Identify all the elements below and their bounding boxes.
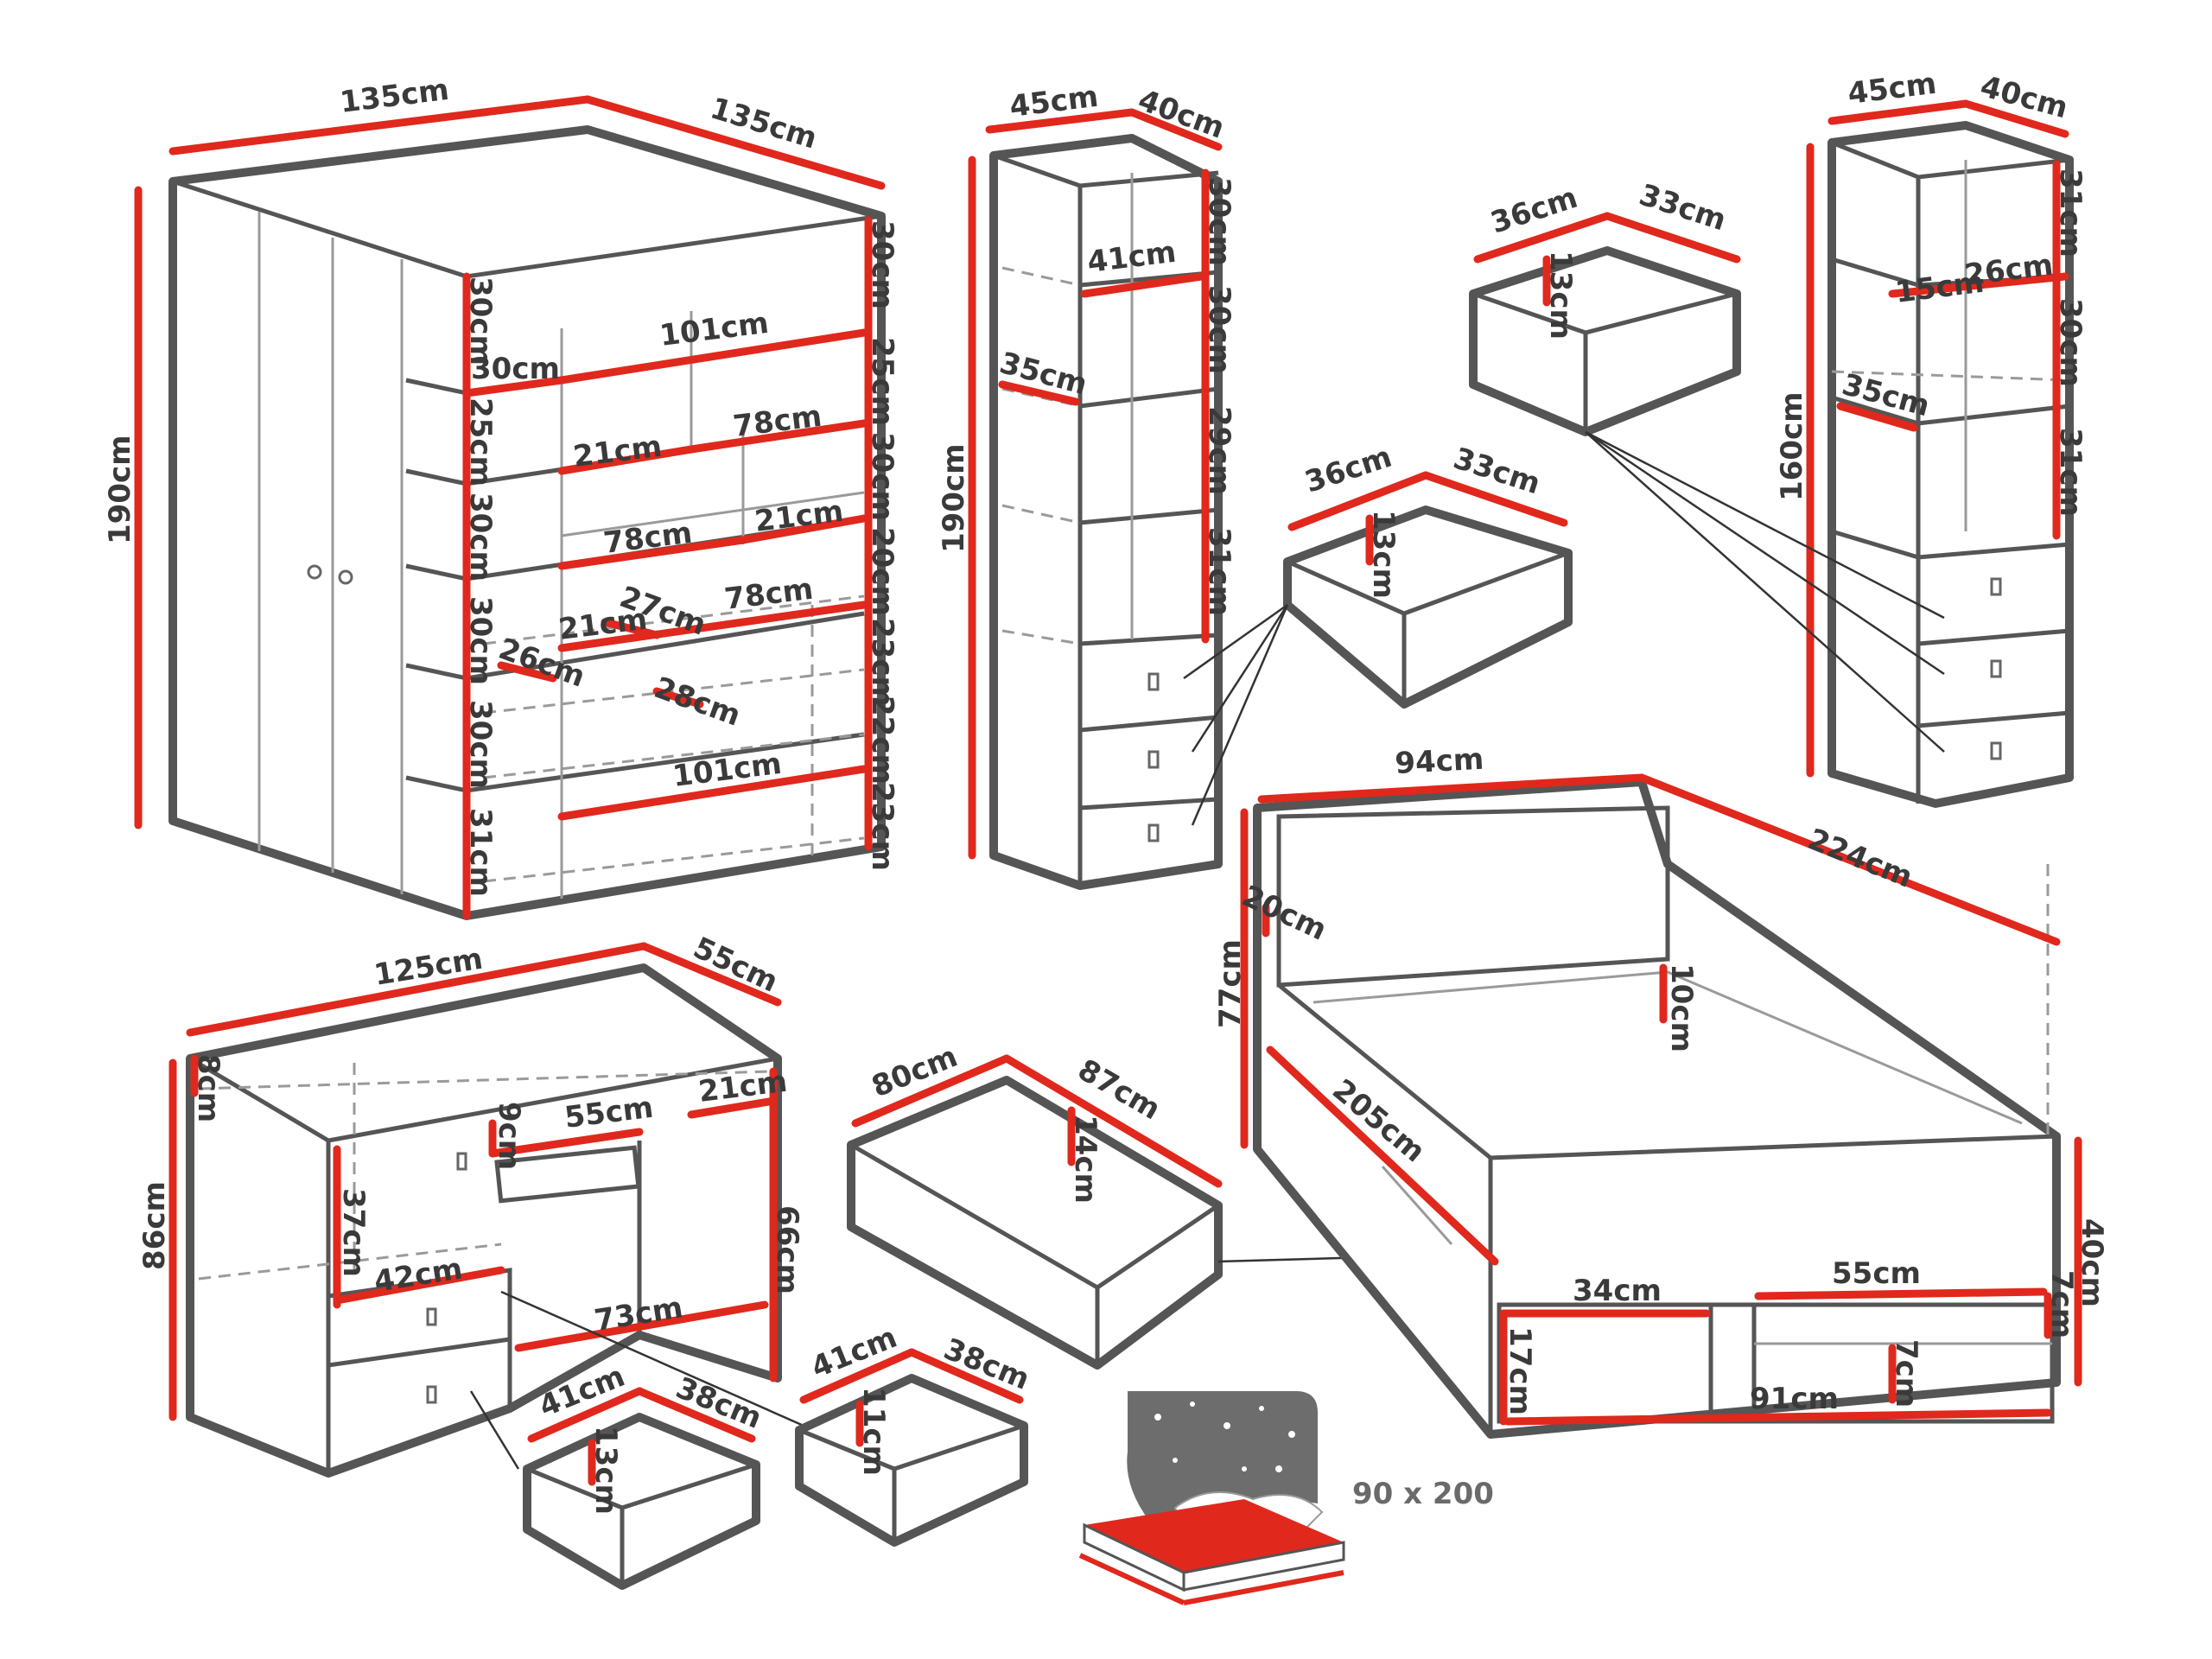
tall-shelf: 45cm 40cm 190cm 41cm 35cm 30cm 30cm 29cm… <box>937 79 1236 890</box>
drawer-body <box>1469 246 1741 436</box>
mattress-size-label: 90 x 200 <box>1352 1477 1494 1511</box>
wardrobe-width-side-label: 135cm <box>706 91 821 156</box>
desk-height-label: 86cm <box>137 1181 172 1270</box>
short-shelf: 45cm 40cm 160cm 26cm 15cm 35cm 31cm 30cm… <box>1585 67 2088 808</box>
drawer-handle-icon <box>1990 659 2002 678</box>
drawer-body <box>847 1076 1223 1370</box>
short-shelf-compartment-1: 30cm <box>2053 298 2088 387</box>
wardrobe-width-front-label: 135cm <box>338 73 450 120</box>
mattress-icon: 90 x 200 <box>1078 1391 1494 1605</box>
desk-top-rail-label: 8cm <box>191 1054 226 1122</box>
wardrobe-shelf-right-0: 30cm <box>865 220 899 309</box>
tall-shelf-compartment-2: 29cm <box>1202 406 1236 495</box>
drawer-bed-height: 14cm <box>1068 1115 1103 1204</box>
bed: 94cm 224cm 77cm 20cm 205cm 10cm 40cm 34c… <box>1213 742 2109 1439</box>
bed-shelf-a-label: 7cm <box>2044 1270 2079 1338</box>
drawer-desk-a-height: 13cm <box>588 1426 623 1515</box>
drawer-handle-icon <box>456 1152 467 1171</box>
tall-shelf-dimension-lines <box>968 108 1223 860</box>
wardrobe-shelf-left-0: 30cm <box>463 276 498 365</box>
bed-headboard-height-label: 77cm <box>1213 939 1248 1028</box>
drawer-small-mid-depth: 33cm <box>1449 442 1544 502</box>
wardrobe-dimension-lines <box>134 95 886 920</box>
leader-line <box>1183 603 1288 680</box>
bed-rail-label: 10cm <box>1664 963 1699 1052</box>
short-shelf-compartment-2: 31cm <box>2053 428 2088 517</box>
leader-line <box>1585 431 1945 753</box>
wardrobe-shelf-left-4: 30cm <box>463 596 498 685</box>
knob-icon <box>307 564 322 580</box>
short-shelf-compartment-0: 31cm <box>2053 168 2088 257</box>
wardrobe-shelf-right-1: 25cm <box>865 337 899 426</box>
drawer-small-mid-height: 13cm <box>1366 510 1401 599</box>
drawer-handle-icon <box>426 1385 437 1404</box>
leader-line <box>1585 430 1945 620</box>
tall-shelf-depth-label: 40cm <box>1134 83 1229 146</box>
leader-line <box>500 1290 804 1427</box>
short-shelf-body <box>1827 121 2074 808</box>
tall-shelf-compartment-3: 31cm <box>1202 527 1236 616</box>
bed-frame-height-label: 40cm <box>2075 1218 2109 1307</box>
wardrobe-shelf-right-2: 30cm <box>865 432 899 521</box>
drawer-handle-icon <box>1147 750 1160 769</box>
leader-line <box>469 1390 520 1470</box>
wardrobe-shelf-left-3: 30cm <box>463 493 498 582</box>
desk-depth-label: 55cm <box>688 931 783 1000</box>
bed-dimension-lines <box>1240 773 2082 1426</box>
wardrobe-body <box>168 125 886 920</box>
tall-shelf-compartment-1: 30cm <box>1202 285 1236 374</box>
wardrobe-shelf-left-6: 31cm <box>463 808 498 897</box>
wardrobe-shelf-right-4: 23cm <box>865 618 899 707</box>
desk-dimension-lines <box>168 942 782 1421</box>
drawer-small-mid: 36cm 33cm 13cm <box>1183 440 1573 826</box>
drawer-desk-a: 41cm 38cm 13cm <box>523 1359 766 1590</box>
drawer-handle-icon <box>426 1307 437 1326</box>
tall-shelf-height-label: 190cm <box>937 443 971 553</box>
drawer-handle-icon <box>1990 741 2002 760</box>
drawer-small-top-height: 13cm <box>1543 251 1578 340</box>
wardrobe: 135cm 135cm 190cm 30cm 30cm 25cm 30cm 30… <box>103 73 899 920</box>
wardrobe-shelf-left-5: 30cm <box>463 700 498 789</box>
short-shelf-dimension-lines <box>1806 99 2069 778</box>
drawer-desk-b: 41cm 38cm 11cm <box>795 1320 1034 1547</box>
drawer-body <box>795 1374 1028 1547</box>
wardrobe-shelf-right-5: 22cm <box>865 696 899 785</box>
desk-leg-height-label: 66cm <box>770 1205 804 1294</box>
short-shelf-depth-label: 40cm <box>1977 69 2072 125</box>
drawer-handle-icon <box>1147 672 1160 691</box>
bed-base-width-label: 91cm <box>1750 1382 1839 1416</box>
short-shelf-width-label: 45cm <box>1846 67 1938 111</box>
drawer-handle-icon <box>1147 823 1160 842</box>
drawer-small-top: 36cm 33cm 13cm <box>1469 178 1741 436</box>
drawer-desk-b-height: 11cm <box>856 1387 891 1476</box>
drawer-handle-icon <box>1990 577 2002 596</box>
leader-line <box>1585 430 1945 676</box>
desk: 125cm 55cm 86cm 8cm 37cm 66cm 9cm 55cm 2… <box>137 931 804 1478</box>
tall-shelf-compartment-0: 30cm <box>1202 177 1236 266</box>
bed-width-label: 94cm <box>1394 742 1484 781</box>
bed-compartment-height-label: 17cm <box>1503 1326 1537 1415</box>
bed-compartment-width-a-label: 34cm <box>1573 1274 1662 1308</box>
short-shelf-height-label: 160cm <box>1775 391 1809 501</box>
wardrobe-shelf-right-3: 20cm <box>865 527 899 616</box>
leader-line <box>1191 604 1289 826</box>
bed-shelf-b-label: 7cm <box>1889 1339 1923 1408</box>
wardrobe-height-label: 190cm <box>103 435 137 544</box>
desk-cabinet-height-label: 37cm <box>336 1188 371 1277</box>
desk-shelf-height-label: 9cm <box>492 1102 526 1170</box>
tall-shelf-body <box>989 134 1223 890</box>
wardrobe-shelf-left-2: 25cm <box>463 397 498 486</box>
bed-body <box>1253 778 2061 1439</box>
wardrobe-shelf-right-6: 23cm <box>865 782 899 871</box>
leader-line <box>1191 604 1289 753</box>
knob-icon <box>338 569 353 585</box>
bed-compartment-width-b-label: 55cm <box>1832 1256 1921 1291</box>
bed-length-label: 224cm <box>1803 822 1917 894</box>
wardrobe-shelf-left-1: 30cm <box>471 352 560 386</box>
